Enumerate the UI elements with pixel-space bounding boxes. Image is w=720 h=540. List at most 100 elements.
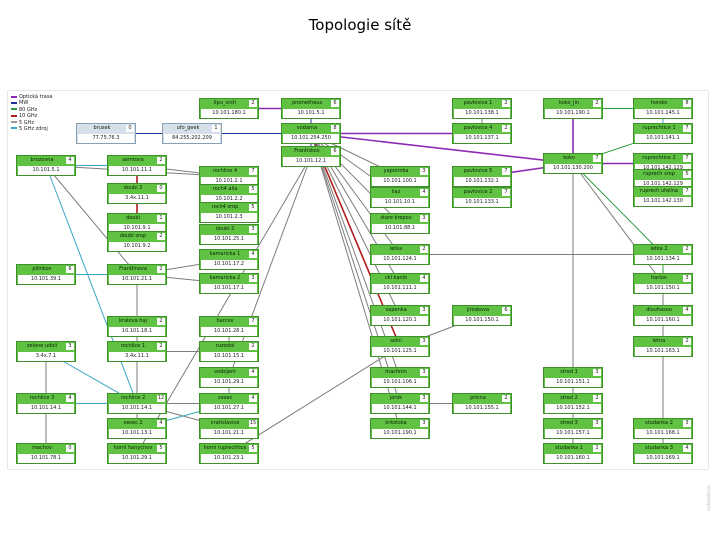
node-count: 3 <box>420 395 428 402</box>
node-count: 4 <box>420 275 428 282</box>
node-ip: 10.101.150.1 <box>454 316 510 325</box>
watermark: vydavatel.cz <box>706 485 711 511</box>
node-ip: 10.101.39.1 <box>18 275 74 284</box>
node-name: studanka 3 <box>645 445 673 451</box>
node-ip: 10.101.23.1 <box>201 454 257 463</box>
legend-label: MW <box>19 100 29 107</box>
node-ip: 10.101.157.1 <box>545 429 601 438</box>
node-name: dlouhasou <box>646 307 672 313</box>
node-count: 3 <box>420 307 428 314</box>
node-ip: 10.101.14.1 <box>109 404 165 413</box>
node-name: jorok <box>389 395 403 401</box>
node-name: studanka 1 <box>555 445 583 451</box>
node-ip: 10.101.27.1 <box>201 404 257 413</box>
node-ip: 10.101.120.1 <box>372 316 428 325</box>
node-name: doubi srop <box>119 233 147 239</box>
node-count: 4 <box>249 395 257 402</box>
node-ip: 10.101.10.1 <box>372 198 428 207</box>
node-ip: 10.101.88.1 <box>372 224 428 233</box>
node-name: krkotska <box>385 420 407 426</box>
link-vodarna-koko <box>310 132 574 165</box>
node-count: 2 <box>249 343 257 350</box>
legend-item: Optická trasa <box>11 94 71 100</box>
node-name: vodarna <box>296 125 318 131</box>
node-count: 7 <box>593 155 601 162</box>
node-name: vodojem <box>214 369 236 375</box>
node-ip: 10.101.152.1 <box>545 404 601 413</box>
node-ip: 10.101.124.1 <box>372 255 428 264</box>
node-name: ruzodol <box>215 343 235 349</box>
node-ip: 10.101.29.1 <box>201 378 257 387</box>
node-ip: 10.101.150.1 <box>635 284 691 293</box>
node-ip: 10.101.12.1 <box>283 157 339 166</box>
node-name: vratislavice <box>210 420 240 426</box>
legend-swatch <box>11 101 17 104</box>
node-name: lipu_vrch <box>213 100 237 106</box>
